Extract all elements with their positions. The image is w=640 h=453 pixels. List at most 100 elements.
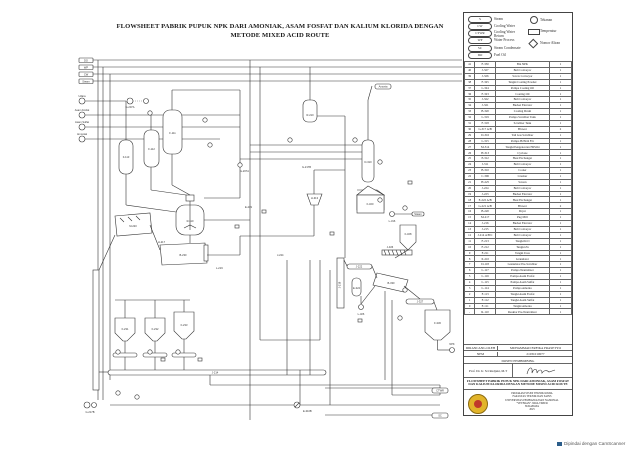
equipment-number: 19 bbox=[463, 190, 476, 198]
equipment-qty: 1 bbox=[548, 190, 573, 198]
svg-text:J-326: J-326 bbox=[387, 245, 394, 249]
svg-text:Steam: Steam bbox=[414, 212, 422, 216]
cyclone-h313: H-313 bbox=[306, 193, 323, 206]
equipment-qty: 1 bbox=[548, 137, 573, 145]
equipment-number: 15 bbox=[463, 214, 476, 222]
designer-label: DIRANCANG OLEH bbox=[465, 346, 496, 350]
scrubber-d310: D-310 bbox=[240, 85, 375, 183]
signature bbox=[512, 364, 573, 378]
designer-name: MUHAMMAD ERFIKA PRASETYO bbox=[497, 346, 573, 351]
equipment-number: 24 bbox=[463, 161, 476, 169]
equipment-qty: 1 bbox=[548, 231, 573, 239]
equipment-qty: 1 bbox=[548, 243, 573, 251]
svg-text:B-330: B-330 bbox=[388, 281, 395, 285]
watermark-text: Dipindai dengan CamScanner bbox=[564, 441, 626, 446]
legend-code-ctwr: CTWR bbox=[468, 30, 492, 37]
bucket-elevator-left bbox=[92, 269, 100, 391]
svg-text:R-110: R-110 bbox=[187, 219, 194, 223]
legend-label-sc: Steam Condensate bbox=[494, 45, 521, 50]
designer-row: DIRANCANG OLEH MUHAMMAD ERFIKA PRASETYO bbox=[464, 344, 572, 351]
camscanner-icon bbox=[557, 441, 562, 446]
svg-text:F-111: F-111 bbox=[169, 131, 176, 135]
equipment-code: R-110 bbox=[474, 308, 496, 316]
legend-code-sc: SC bbox=[468, 45, 492, 52]
equipment-number: 13 bbox=[463, 225, 476, 233]
bin-f320: F-320 bbox=[356, 185, 386, 214]
svg-text:F-330: F-330 bbox=[434, 321, 441, 325]
hopper-f233: F-233 bbox=[173, 311, 195, 340]
tank-f112: F-112 bbox=[143, 129, 160, 168]
equipment-number: 30 bbox=[463, 125, 476, 133]
legend-code-s: S bbox=[468, 16, 492, 23]
equipment-number: 11 bbox=[463, 237, 476, 245]
equipment-number: 21 bbox=[463, 178, 476, 186]
utility-input-wp: WP bbox=[78, 64, 94, 70]
svg-text:R-210: R-210 bbox=[306, 113, 314, 117]
pressure-symbol-icon bbox=[530, 16, 538, 24]
hopper-f232: F-232 bbox=[144, 317, 166, 342]
page-title: FLOWSHEET PABRIK PUPUK NPK DARI AMONIAK,… bbox=[100, 22, 460, 40]
supervisor-header: DOSEN PEMBIMBING bbox=[501, 359, 535, 363]
institution-line: PROGRAM STUDI TEKNIK KIMIA bbox=[511, 392, 553, 395]
sheet-title-row: FLOWSHEET PABRIK PUPUK NPK DARI AMONIAK,… bbox=[464, 377, 572, 390]
npm-label: NPM bbox=[476, 352, 485, 356]
equipment-qty: 1 bbox=[548, 184, 573, 192]
legend-code-wp: WP bbox=[468, 37, 492, 44]
belt-conveyor-j214: J-214 bbox=[107, 369, 327, 376]
svg-text:Asam Sulfat: Asam Sulfat bbox=[75, 120, 89, 124]
equipment-qty: 2 bbox=[548, 202, 573, 210]
equipment-number: 28 bbox=[463, 137, 476, 145]
output-sc: SC bbox=[431, 412, 449, 419]
utility-input-do: DO bbox=[78, 57, 94, 63]
legend-label-do: Fuel Oil bbox=[494, 52, 506, 57]
svg-text:Amoniak: Amoniak bbox=[77, 132, 88, 136]
svg-text:G-207A: G-207A bbox=[126, 105, 135, 109]
svg-text:SC: SC bbox=[438, 414, 442, 418]
equipment-number: 22 bbox=[463, 172, 476, 180]
output-amonia: Amonia bbox=[374, 83, 392, 90]
equipment-number: 26 bbox=[463, 149, 476, 157]
coating-oil-vessel: E-324 L-326 bbox=[351, 277, 365, 316]
svg-text:F-232: F-232 bbox=[152, 327, 159, 331]
heat-exchanger-e310b: E-310B bbox=[293, 401, 312, 413]
svg-text:F-231: F-231 bbox=[122, 327, 129, 331]
svg-text:Amonia: Amonia bbox=[379, 85, 388, 89]
equipment-qty: 2 bbox=[548, 125, 573, 133]
svg-text:F-233: F-233 bbox=[181, 323, 188, 327]
supervisor-row: Prof. Dr. Ir. Sri Redjeki, M.T bbox=[464, 363, 572, 378]
svg-text:J-327: J-327 bbox=[417, 300, 424, 304]
svg-text:G-207A: G-207A bbox=[240, 169, 249, 173]
equipment-number: 25 bbox=[463, 155, 476, 163]
svg-text:M-220: M-220 bbox=[129, 224, 137, 228]
utility-input-cw: CW bbox=[78, 71, 94, 77]
legend-symbol-nomor-aliran: Nomor Aliran bbox=[540, 40, 561, 45]
svg-text:J-218: J-218 bbox=[338, 281, 342, 288]
equipment-qty: 1 bbox=[548, 161, 573, 169]
institution-line: UNIVERSITAS PEMBANGUNAN NASIONAL bbox=[505, 398, 559, 402]
equipment-qty: 1 bbox=[548, 237, 573, 245]
equipment-number: 14 bbox=[463, 220, 476, 227]
institution-row: PROGRAM STUDI TEKNIK KIMIA FAKULTAS TEKN… bbox=[464, 389, 572, 416]
svg-text:G-217B: G-217B bbox=[302, 165, 311, 169]
instrument-bubbles bbox=[115, 110, 413, 400]
equipment-qty: 1 bbox=[548, 225, 573, 233]
institution-line: "VETERAN" JAWA TIMUR bbox=[516, 401, 548, 405]
equipment-number: 18 bbox=[463, 196, 476, 204]
piping-network bbox=[98, 60, 441, 420]
title-line-1: FLOWSHEET PABRIK PUPUK NPK DARI AMONIAK,… bbox=[116, 23, 444, 30]
output-steam: L-316 Steam bbox=[389, 211, 425, 223]
belt-conveyor-j327: J-327 bbox=[405, 298, 435, 305]
equipment-number: 10 bbox=[463, 243, 476, 251]
hopper-f325: F-328 bbox=[399, 224, 417, 251]
